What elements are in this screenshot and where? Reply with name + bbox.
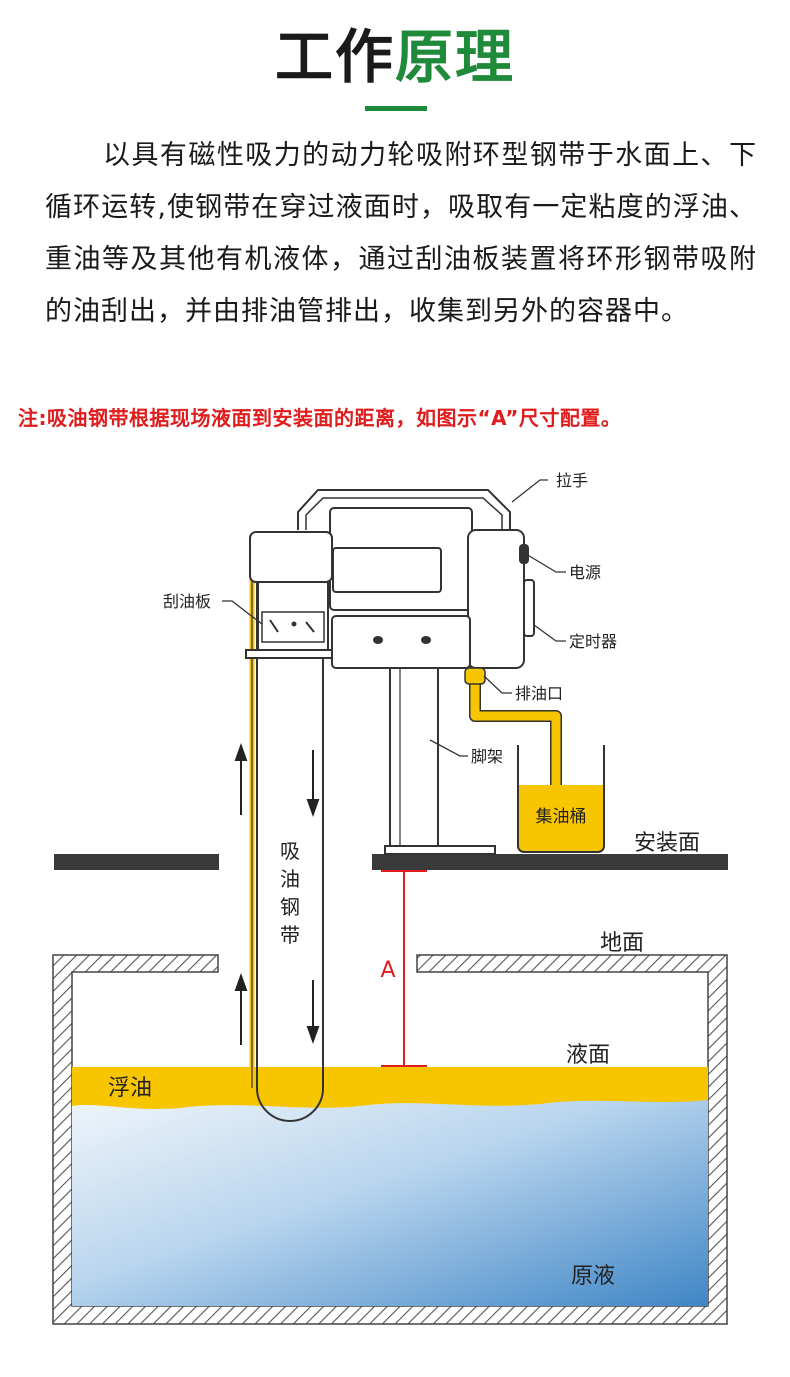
stand-label: 脚架 <box>471 747 503 766</box>
timer-label: 定时器 <box>569 632 617 651</box>
floating-oil-label: 浮油 <box>108 1076 152 1101</box>
stand-leader <box>429 739 468 757</box>
collector-label: 集油桶 <box>536 807 587 827</box>
belt-label-char-1: 吸 <box>280 839 300 863</box>
raw-liquid-area <box>72 1092 708 1306</box>
base-plate <box>331 615 471 669</box>
arrow-down-1-head <box>306 799 320 817</box>
belt-direction-arrows <box>234 743 320 1045</box>
liquid-surface-label: 液面 <box>566 1043 610 1068</box>
mount-surface-right <box>372 854 728 870</box>
arrow-up-2-head <box>234 973 248 991</box>
belt-label-char-3: 钢 <box>280 895 300 919</box>
title-part-2: 原理 <box>395 23 516 91</box>
ground-label: 地面 <box>600 931 644 956</box>
mount-surface-label: 安装面 <box>634 831 700 856</box>
outlet-leader <box>483 675 512 694</box>
scraper-label: 刮油板 <box>163 592 211 611</box>
stand <box>389 667 439 847</box>
title-part-1: 工作 <box>274 23 395 91</box>
power-leader <box>525 553 566 573</box>
belt-label-char-2: 油 <box>280 867 300 891</box>
motor-housing <box>332 547 442 593</box>
floating-oil-layer <box>72 1067 708 1109</box>
outlet-nozzle <box>464 667 486 685</box>
description-paragraph: 以具有磁性吸力的动力轮吸附环型钢带于水面上、下循环运转,使钢带在穿过液面时，吸取… <box>45 140 757 327</box>
timer-box <box>523 579 535 637</box>
tank <box>52 954 728 1325</box>
configuration-note: 注:吸油钢带根据现场液面到安装面的距离，如图示“A”尺寸配置。 <box>18 406 622 430</box>
oil-outlet-pipe <box>464 667 562 786</box>
belt-label-char-4: 带 <box>280 923 300 947</box>
title-underline <box>365 106 427 111</box>
dimension-label: A <box>380 958 395 983</box>
scraper-leader <box>222 600 263 625</box>
scraper-window <box>261 611 325 643</box>
oil-absorbing-belt <box>249 560 324 1122</box>
handle <box>297 489 511 530</box>
outlet-label: 排油口 <box>515 684 563 703</box>
gearbox <box>467 529 525 669</box>
power-connector <box>519 544 529 564</box>
dimension-a <box>381 870 427 1067</box>
handle-leader <box>511 479 548 503</box>
collected-oil <box>518 785 604 852</box>
stand-foot <box>384 845 496 855</box>
oil-collection-bucket <box>517 745 605 853</box>
mount-surface-left <box>54 854 219 870</box>
drive-wheel-cover <box>249 531 333 583</box>
timer-leader <box>533 624 566 642</box>
arrow-up-1-head <box>234 743 248 761</box>
arrow-down-2-head <box>306 1026 320 1044</box>
scraper-base-plate <box>245 649 333 659</box>
skimmer-machine <box>245 489 535 855</box>
tank-wall <box>52 954 728 1325</box>
belt-label: 吸 油 钢 带 <box>280 839 300 947</box>
raw-liquid-label: 原液 <box>571 1264 615 1289</box>
handle-label: 拉手 <box>556 471 588 490</box>
page-title: 工作原理 <box>0 22 790 92</box>
leader-lines <box>222 479 566 757</box>
power-label: 电源 <box>569 563 601 582</box>
